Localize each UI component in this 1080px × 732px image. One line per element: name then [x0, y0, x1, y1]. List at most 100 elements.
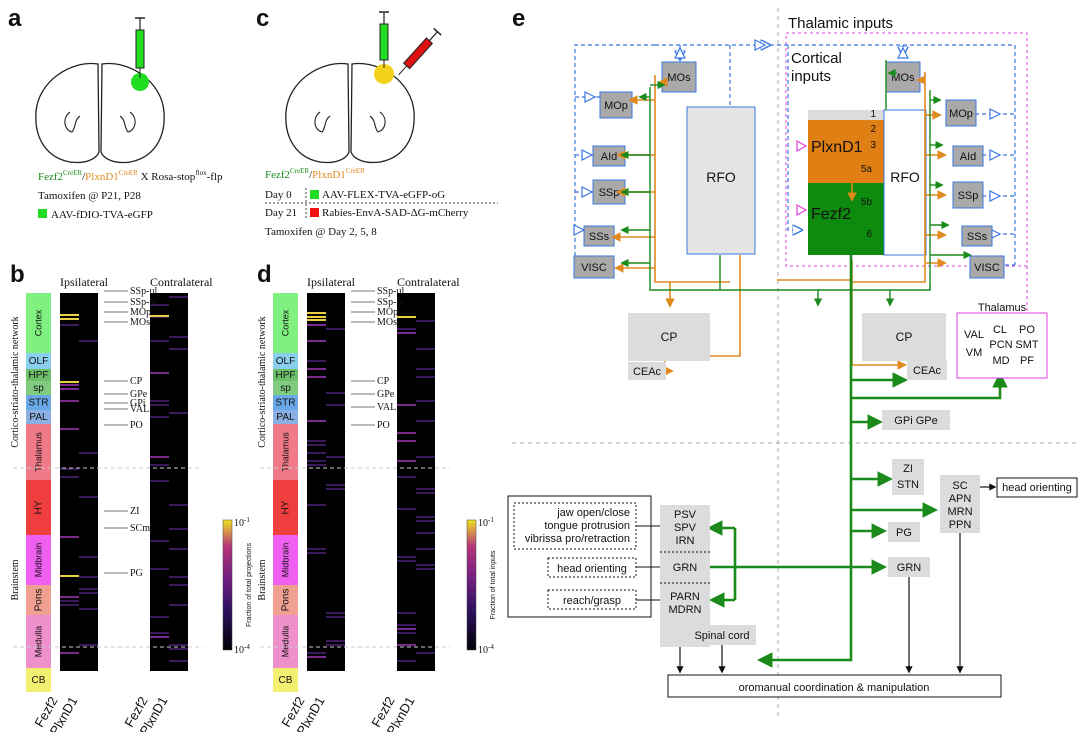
heatmap-cell — [397, 508, 416, 510]
syringe-green-icon — [379, 11, 389, 68]
heatmap-cell — [169, 504, 188, 506]
brainstem-irn: IRN — [676, 535, 695, 547]
heatmap-cell — [60, 428, 79, 430]
heatmap-cell — [150, 400, 169, 402]
heatmap-cell — [416, 548, 435, 550]
heatmap-cell — [416, 516, 435, 518]
heatmap-cell — [416, 348, 435, 350]
heatmap-cell — [326, 404, 345, 406]
heatmap-cell — [397, 660, 416, 662]
annotation-val: VAL — [377, 402, 396, 413]
colorbar — [222, 519, 233, 651]
heatmap-cell — [60, 381, 79, 383]
heatmap-cell — [169, 648, 188, 650]
injection-site-yellow — [374, 64, 394, 84]
heatmap-cell — [397, 644, 416, 646]
heatmap-cell — [307, 460, 326, 462]
ipsilateral-heatmap — [307, 293, 345, 671]
heatmap-cell — [307, 452, 326, 454]
heatmap-cell — [150, 632, 169, 634]
heatmap-cell — [397, 624, 416, 626]
panel-e: e Thalamic inputs Cortical inputs — [507, 5, 1078, 720]
heatmap-cell — [416, 368, 435, 370]
layer-6: 6 — [866, 229, 872, 240]
annotation-mos: MOs — [130, 317, 150, 328]
region-label: HPF — [29, 370, 49, 381]
region-label: OLF — [29, 356, 48, 367]
region-label: Pons — [34, 589, 45, 612]
brainstem-group-label: Brainstem — [10, 559, 21, 600]
heatmap-cell — [307, 464, 326, 466]
spinal-cord-label: Spinal cord — [694, 630, 749, 642]
annotation-po: PO — [130, 420, 143, 431]
heatmap-cell — [169, 528, 188, 530]
heatmap-cell — [150, 304, 169, 306]
thal-nucleus-po: PO — [1019, 324, 1035, 336]
region-label: HY — [281, 500, 292, 514]
region-label: Medulla — [281, 626, 291, 658]
heatmap-cell — [326, 640, 345, 642]
heatmap-cell — [397, 556, 416, 558]
sc-group-mrn: MRN — [947, 506, 972, 518]
right-rfo-label: RFO — [890, 169, 920, 185]
panel-letter: d — [257, 261, 272, 288]
region-str — [26, 395, 51, 410]
thal-nucleus-vm: VM — [966, 347, 983, 359]
syringe-green-icon — [135, 17, 145, 78]
region-label: Thalamus — [34, 432, 44, 472]
heatmap-cell — [307, 319, 326, 321]
plxnd1-genotype: PlxnD1 — [312, 169, 346, 181]
left-area-mos-label: MOs — [667, 72, 691, 84]
right-area-mop-box — [945, 99, 977, 127]
heatmap-cell — [60, 388, 79, 390]
heatmap-cell — [397, 476, 416, 478]
stn-label: STN — [897, 479, 919, 491]
right-area-aid-box — [952, 145, 984, 167]
right-area-sss-label: SSs — [967, 231, 988, 243]
heatmap-cell — [169, 348, 188, 350]
region-pons — [26, 585, 51, 615]
layer-2: 2 — [870, 124, 876, 135]
region-label: STR — [276, 398, 296, 409]
region-cb — [273, 668, 298, 692]
heatmap-cell — [326, 612, 345, 614]
heatmap-cell — [79, 452, 98, 454]
heatmap-cell — [60, 324, 79, 326]
sc-group-apn: APN — [949, 493, 972, 505]
region-thalamus — [273, 424, 298, 480]
thal-nucleus-cl: CL — [993, 324, 1007, 336]
layer-5a: 5a — [861, 164, 873, 175]
contralateral-label: Contralateral — [150, 275, 213, 289]
layer-1: 1 — [870, 109, 876, 120]
heatmap-cell — [150, 340, 169, 342]
genotype-line-c: Fezf2CreER/PlxnD1CreER — [265, 167, 365, 181]
panel-e-letter: e — [512, 5, 525, 32]
behavior-1: tongue protrusion — [544, 520, 630, 532]
cortical-inputs-label-1: Cortical — [791, 50, 842, 67]
heatmap-cell — [79, 644, 98, 646]
region-label: sp — [280, 383, 291, 394]
region-olf — [26, 353, 51, 369]
annotation-ssp-ul: SSp-ul — [130, 286, 157, 297]
region-cortex — [26, 293, 51, 353]
ipsilateral-label: Ipsilateral — [307, 275, 356, 289]
green-legend-square — [38, 209, 47, 218]
region-label: PAL — [276, 412, 295, 423]
pg-box — [888, 522, 920, 542]
thal-nucleus-md: MD — [992, 355, 1009, 367]
layer-3: 3 — [870, 140, 876, 151]
heatmap-cell — [60, 600, 79, 602]
heatmap-cell — [397, 404, 416, 406]
ceac-right-box — [907, 360, 947, 380]
heatmap-cell — [60, 476, 79, 478]
heatmap-cell — [150, 616, 169, 618]
cp-left-label: CP — [661, 330, 678, 344]
heatmap-cell — [150, 372, 169, 374]
annotation-mop: MOp — [130, 307, 151, 318]
right-area-visc-label: VISC — [974, 262, 1000, 274]
heatmap-cell — [169, 576, 188, 578]
brainstem-group-label: Brainstem — [257, 559, 268, 600]
region-thalamus — [26, 424, 51, 480]
